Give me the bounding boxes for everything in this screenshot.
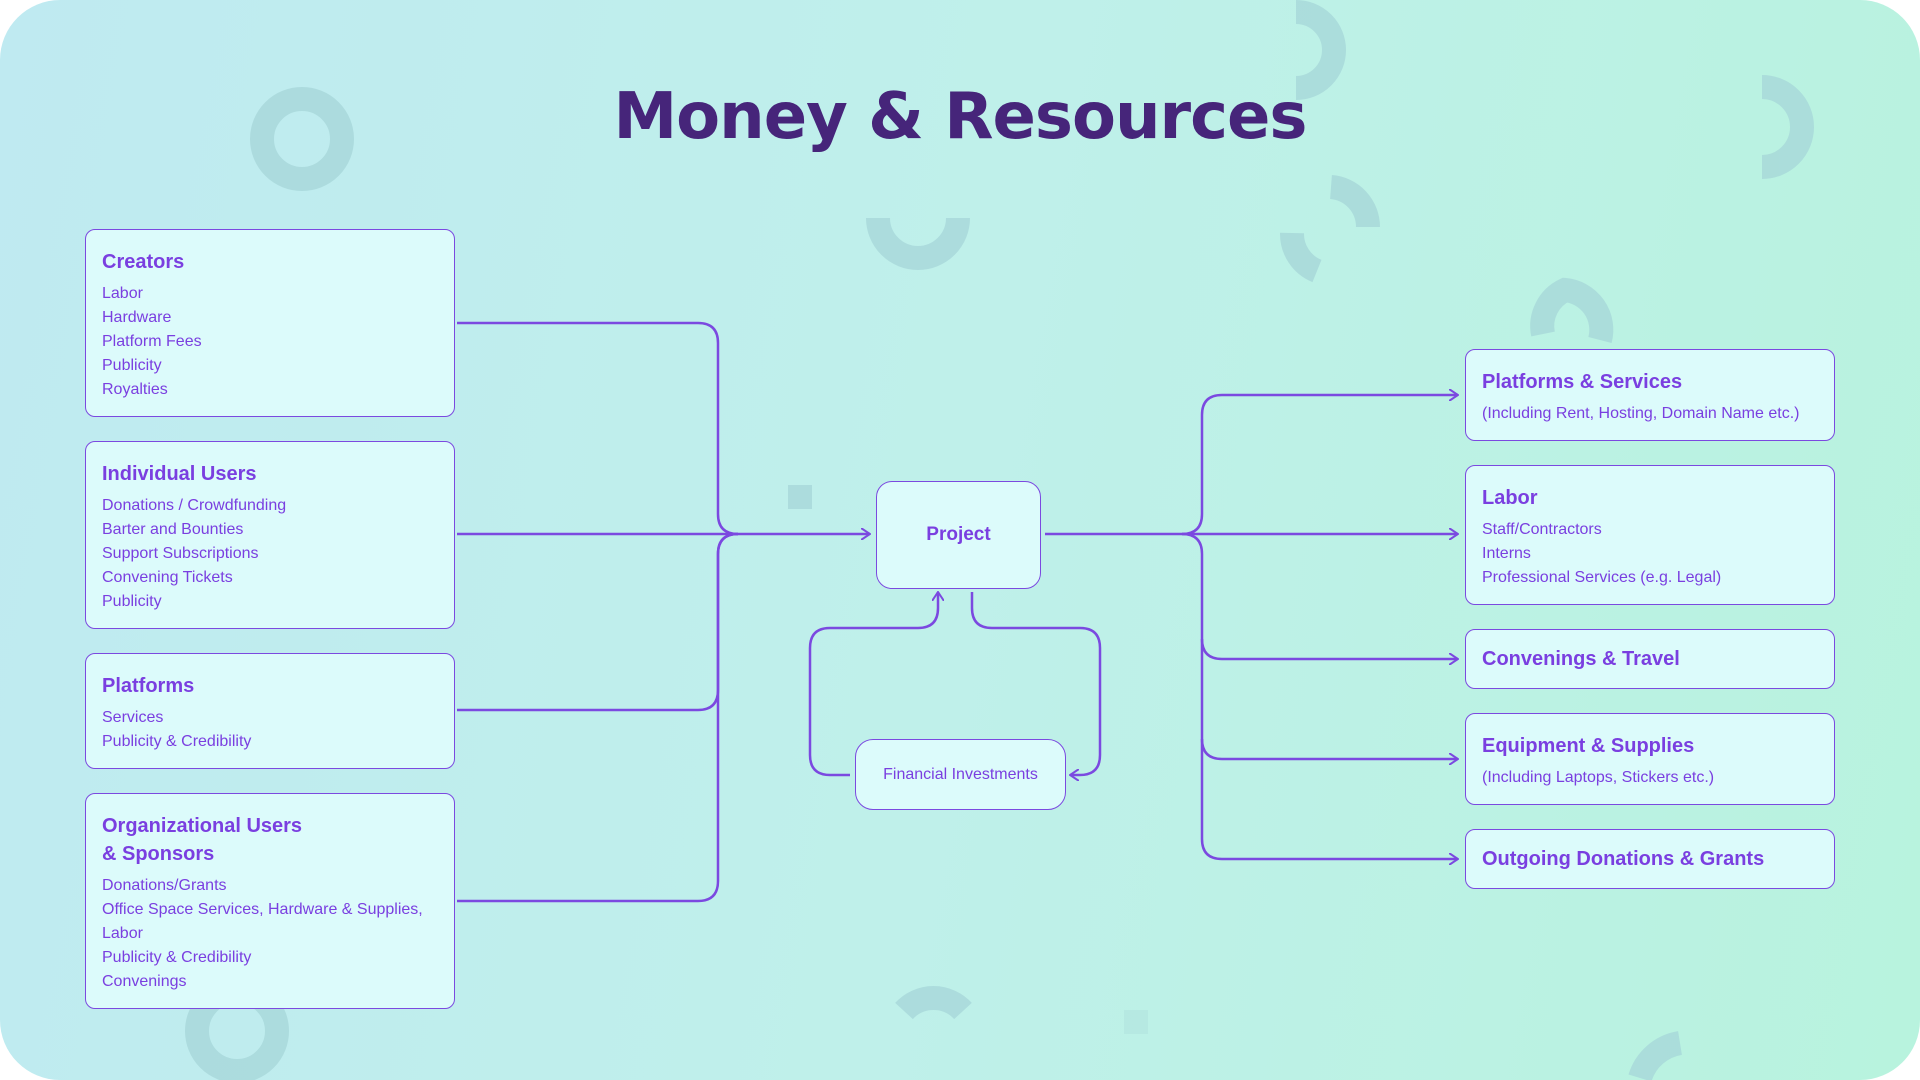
list-item: Donations / Crowdfunding bbox=[102, 497, 287, 514]
source-box-platforms: Platforms Services Publicity & Credibili… bbox=[85, 653, 455, 769]
list-item: Labor bbox=[102, 925, 143, 942]
connector-convenings-travel bbox=[1181, 532, 1458, 659]
decor-arc bbox=[1530, 277, 1614, 344]
list-item: Publicity & Credibility bbox=[102, 733, 252, 750]
connector-organizational-users bbox=[457, 532, 739, 903]
list-item: Royalties bbox=[102, 381, 168, 398]
destination-title: Outgoing Donations & Grants bbox=[1482, 848, 1765, 870]
decor-arc bbox=[1295, 0, 1346, 100]
source-box-organizational-users: Organizational Users & Sponsors Donation… bbox=[85, 793, 455, 1009]
page-title: Money & Resources bbox=[613, 80, 1307, 154]
decor-square bbox=[1124, 1010, 1148, 1034]
connector-project-to-investments bbox=[970, 592, 1102, 775]
connector-platforms-services bbox=[1181, 395, 1458, 536]
source-title: Organizational Users & Sponsors bbox=[102, 815, 303, 865]
source-items: Donations/Grants Office Space Services, … bbox=[102, 874, 438, 994]
destination-box-convenings-travel: Convenings & Travel bbox=[1465, 629, 1835, 689]
list-item: Publicity & Credibility bbox=[102, 949, 252, 966]
destination-box-labor: Labor Staff/Contractors Interns Professi… bbox=[1465, 465, 1835, 605]
list-item: Barter and Bounties bbox=[102, 521, 244, 538]
destination-title: Platforms & Services bbox=[1482, 371, 1683, 393]
source-title: Creators bbox=[102, 251, 185, 273]
list-item: Publicity bbox=[102, 593, 162, 610]
list-item: Convenings bbox=[102, 973, 187, 990]
list-item: Labor bbox=[102, 285, 143, 302]
source-box-creators: Creators Labor Hardware Platform Fees Pu… bbox=[85, 229, 455, 417]
project-node: Project bbox=[876, 481, 1041, 589]
destination-title: Labor bbox=[1482, 487, 1538, 509]
decor-arc bbox=[1329, 175, 1381, 228]
destination-note: (Including Rent, Hosting, Domain Name et… bbox=[1482, 405, 1800, 422]
decor-arc bbox=[866, 217, 970, 270]
destination-box-outgoing-donations: Outgoing Donations & Grants bbox=[1465, 829, 1835, 889]
source-items: Labor Hardware Platform Fees Publicity R… bbox=[102, 282, 438, 402]
source-items: Services Publicity & Credibility bbox=[102, 706, 438, 754]
list-item: Donations/Grants bbox=[102, 877, 227, 894]
destination-title: Convenings & Travel bbox=[1482, 648, 1680, 670]
source-items: Donations / Crowdfunding Barter and Boun… bbox=[102, 494, 438, 614]
connector-platforms bbox=[457, 532, 739, 712]
decor-ring bbox=[250, 87, 354, 191]
list-item: Platform Fees bbox=[102, 333, 202, 350]
connector-outgoing-donations bbox=[1200, 739, 1458, 859]
decor-arc bbox=[1280, 232, 1323, 283]
connector-investments-to-project bbox=[808, 592, 938, 777]
source-box-individual-users: Individual Users Donations / Crowdfundin… bbox=[85, 441, 455, 629]
list-item: Convening Tickets bbox=[102, 569, 233, 586]
list-item: Hardware bbox=[102, 309, 172, 326]
destination-items: Staff/Contractors Interns Professional S… bbox=[1482, 518, 1818, 590]
decor-arc bbox=[1761, 75, 1814, 179]
list-item: Staff/Contractors bbox=[1482, 521, 1602, 538]
list-item: Support Subscriptions bbox=[102, 545, 259, 562]
source-title: Platforms bbox=[102, 675, 195, 697]
decor-arc bbox=[1628, 1031, 1683, 1080]
destination-box-equipment-supplies: Equipment & Supplies (Including Laptops,… bbox=[1465, 713, 1835, 805]
decor-square bbox=[788, 485, 812, 509]
list-item: Interns bbox=[1482, 545, 1531, 562]
list-item: Publicity bbox=[102, 357, 162, 374]
destination-box-platforms-services: Platforms & Services (Including Rent, Ho… bbox=[1465, 349, 1835, 441]
connector-equipment-supplies bbox=[1200, 639, 1458, 759]
destination-title: Equipment & Supplies bbox=[1482, 735, 1695, 757]
financial-investments-node: Financial Investments bbox=[855, 739, 1066, 810]
connector-creators bbox=[457, 321, 739, 536]
list-item: Office Space Services, Hardware & Suppli… bbox=[102, 901, 423, 918]
list-item: Professional Services (e.g. Legal) bbox=[1482, 569, 1722, 586]
list-item: Services bbox=[102, 709, 164, 726]
source-title: Individual Users bbox=[102, 463, 257, 485]
decor-arc bbox=[895, 986, 972, 1020]
destination-note: (Including Laptops, Stickers etc.) bbox=[1482, 769, 1715, 786]
